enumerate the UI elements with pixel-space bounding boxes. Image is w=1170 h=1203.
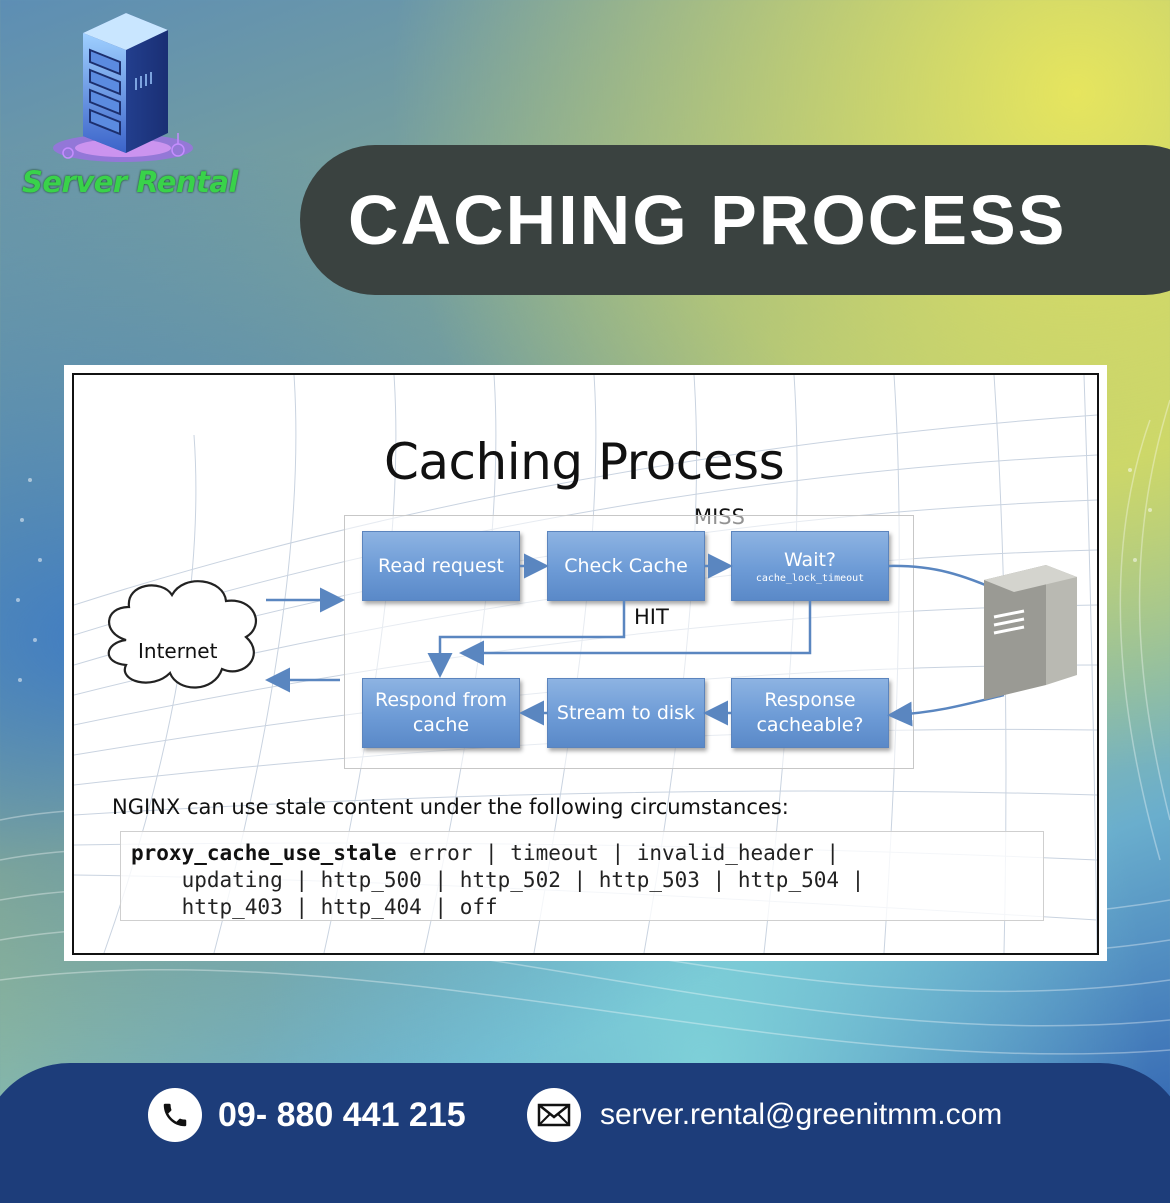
slide-title: Caching Process (384, 433, 785, 491)
code-line-2: updating | http_500 | http_502 | http_50… (131, 868, 865, 892)
phone-number[interactable]: 09- 880 441 215 (218, 1096, 466, 1134)
page-title: CACHING PROCESS (348, 181, 1067, 259)
phone-icon (148, 1088, 202, 1142)
arrow-hit-to-respond (427, 600, 626, 678)
step-label: Response cacheable? (756, 689, 864, 736)
server-rack-logo-icon (53, 13, 193, 162)
step-label: Respond from cache (375, 689, 507, 736)
step-response-cacheable: Response cacheable? (731, 678, 889, 748)
step-label: Wait? (783, 548, 837, 571)
step-label: Stream to disk (556, 701, 696, 724)
envelope-icon (527, 1088, 581, 1142)
internet-cloud-icon (107, 580, 257, 689)
step-stream-to-disk: Stream to disk (547, 678, 705, 748)
hit-label: HIT (634, 605, 669, 629)
step-sublabel: cache_lock_timeout (755, 572, 865, 584)
step-read-request: Read request (362, 531, 520, 601)
internet-label: Internet (138, 639, 218, 663)
step-label: Read request (377, 554, 504, 577)
step-wait: Wait? cache_lock_timeout (731, 531, 889, 601)
phone-glyph (163, 1103, 187, 1127)
stale-content-note: NGINX can use stale content under the fo… (112, 795, 789, 819)
origin-server-icon (984, 565, 1077, 700)
envelope-glyph (537, 1103, 571, 1127)
step-respond-from-cache: Respond from cache (362, 678, 520, 748)
code-line-1: error | timeout | invalid_header | (396, 841, 840, 865)
step-check-cache: Check Cache (547, 531, 705, 601)
email-address[interactable]: server.rental@greenitmm.com (600, 1098, 1003, 1131)
slide: Caching Process MISS Read request Check … (72, 373, 1099, 955)
step-label: Check Cache (564, 554, 688, 577)
code-directive: proxy_cache_use_stale (131, 841, 397, 865)
slide-frame: Caching Process MISS Read request Check … (64, 365, 1107, 961)
brand-name: Server Rental (22, 165, 238, 199)
arrow-wait-to-respond (459, 600, 812, 666)
code-snippet: proxy_cache_use_stale error | timeout | … (120, 831, 1044, 921)
title-banner: CACHING PROCESS (300, 145, 1170, 295)
code-line-3: http_403 | http_404 | off (131, 895, 498, 919)
flow-arrows (107, 553, 1077, 727)
